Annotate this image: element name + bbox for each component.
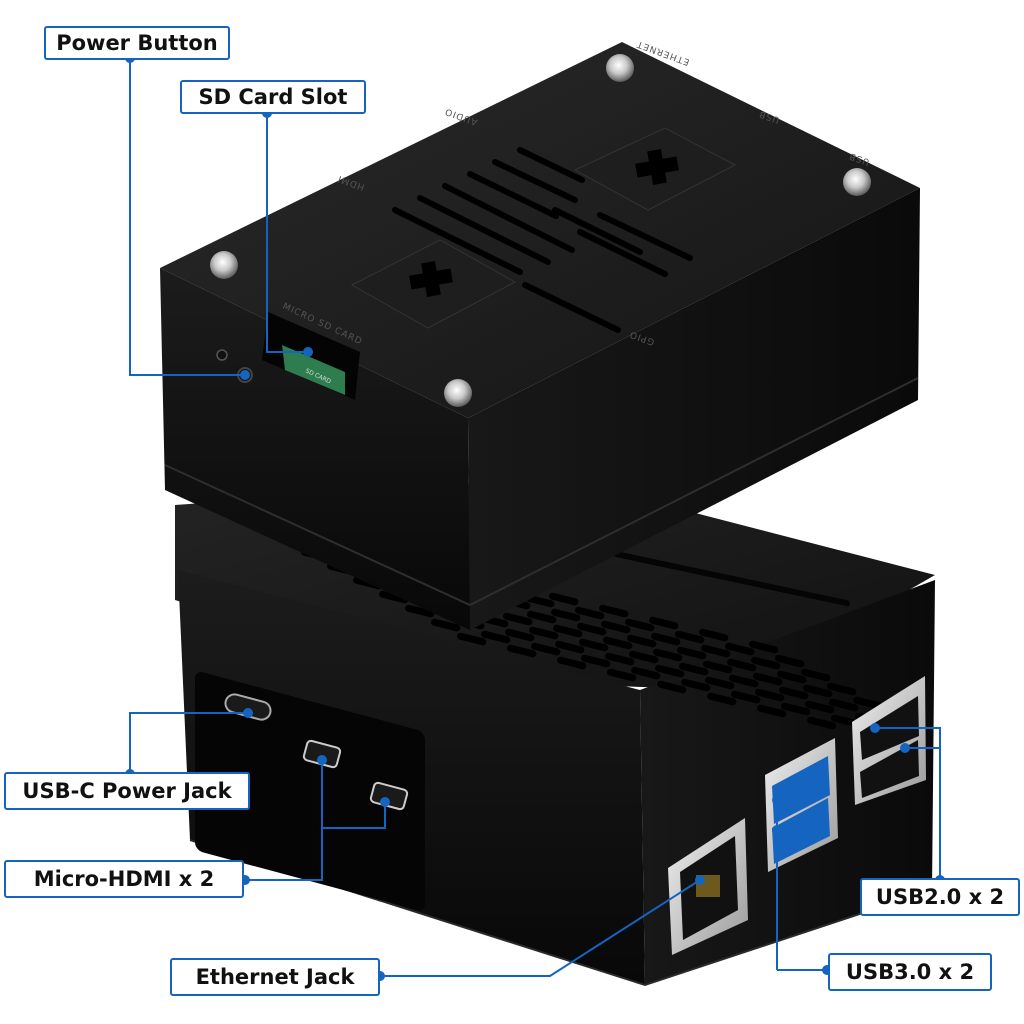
screw-icon [606,54,634,82]
vent-slot [777,670,807,684]
vent-slot [705,676,735,690]
lid-top [160,42,920,418]
vent-slot [801,668,831,682]
lid-left-face [160,268,470,630]
callout-usb-c-power-jack: USB-C Power Jack [4,772,250,810]
callout-power-button: Power Button [44,26,230,60]
vent-slot [675,630,705,644]
vent-slot [781,702,811,716]
vent-slot [753,672,783,686]
callout-usb2: USB2.0 x 2 [860,878,1020,916]
ethernet-port [668,818,748,955]
vent-slot [775,654,805,668]
vent-slot [679,662,709,676]
vent-slot [677,646,707,660]
port-recess [195,672,425,911]
vent-slot [827,682,857,696]
vent-slot [725,642,755,656]
vent-slot [655,664,685,678]
fan-mount-pad-2 [350,239,517,329]
vent-slot [557,656,587,670]
vent-slot [577,622,607,636]
vent-slot [803,684,833,698]
vent-slot [503,612,533,626]
vent-slot [757,704,787,718]
vent-slot [653,648,683,662]
vent-slot [649,616,679,630]
screw-icon [843,168,871,196]
top-lid: ETHERNET USB USB AUDIO HDMI GPIO MICRO S… [160,38,920,630]
vent-slot [807,716,837,730]
vent-slot [657,680,687,694]
vent-slot [603,636,633,650]
vent-slot [703,660,733,674]
vent-slot [853,696,883,710]
vent-slot [527,610,557,624]
vent-slot [507,644,537,658]
vent-slot [749,640,779,654]
vent-slot [829,698,859,712]
vent-slot [553,624,583,638]
vent-slot [599,604,629,618]
vent-slot [779,686,809,700]
vent-slot [755,688,785,702]
fan-mount-pad-1 [573,127,737,211]
vent-slot [579,638,609,652]
callout-sd-card-slot: SD Card Slot [180,80,366,114]
vent-slot [731,690,761,704]
vent-slot [551,608,581,622]
vent-slot [727,658,757,672]
vent-slot [651,632,681,646]
lid-right-face [468,188,920,630]
vent-slot [625,618,655,632]
callout-ethernet-jack: Ethernet Jack [170,958,380,996]
vent-slot [549,592,579,606]
vent-slot [701,644,731,658]
screw-icon [210,251,238,279]
vent-slot [581,654,611,668]
vent-slot [627,634,657,648]
vent-slot [699,628,729,642]
vent-slot [681,678,711,692]
usb3-ports [765,738,838,872]
leader-lines [129,58,941,977]
vent-slot [631,666,661,680]
vent-slot [729,674,759,688]
vent-slot [707,692,737,706]
callout-micro-hdmi: Micro-HDMI x 2 [4,860,244,898]
vent-slot [531,642,561,656]
screw-icon [444,379,472,407]
vent-slot [555,640,585,654]
vent-slot [751,656,781,670]
vent-slot [575,606,605,620]
vent-slot [379,590,409,604]
vent-slot [457,632,487,646]
vent-slot [805,700,835,714]
vent-slot [605,652,635,666]
vent-slot [601,620,631,634]
vent-slot [529,626,559,640]
lid-vents [392,147,693,333]
vent-slot [481,630,511,644]
vent-slot [607,668,637,682]
vent-slot [431,618,461,632]
vent-slot [629,650,659,664]
vent-slot [405,604,435,618]
vent-slot [505,628,535,642]
callout-usb3: USB3.0 x 2 [828,953,992,991]
